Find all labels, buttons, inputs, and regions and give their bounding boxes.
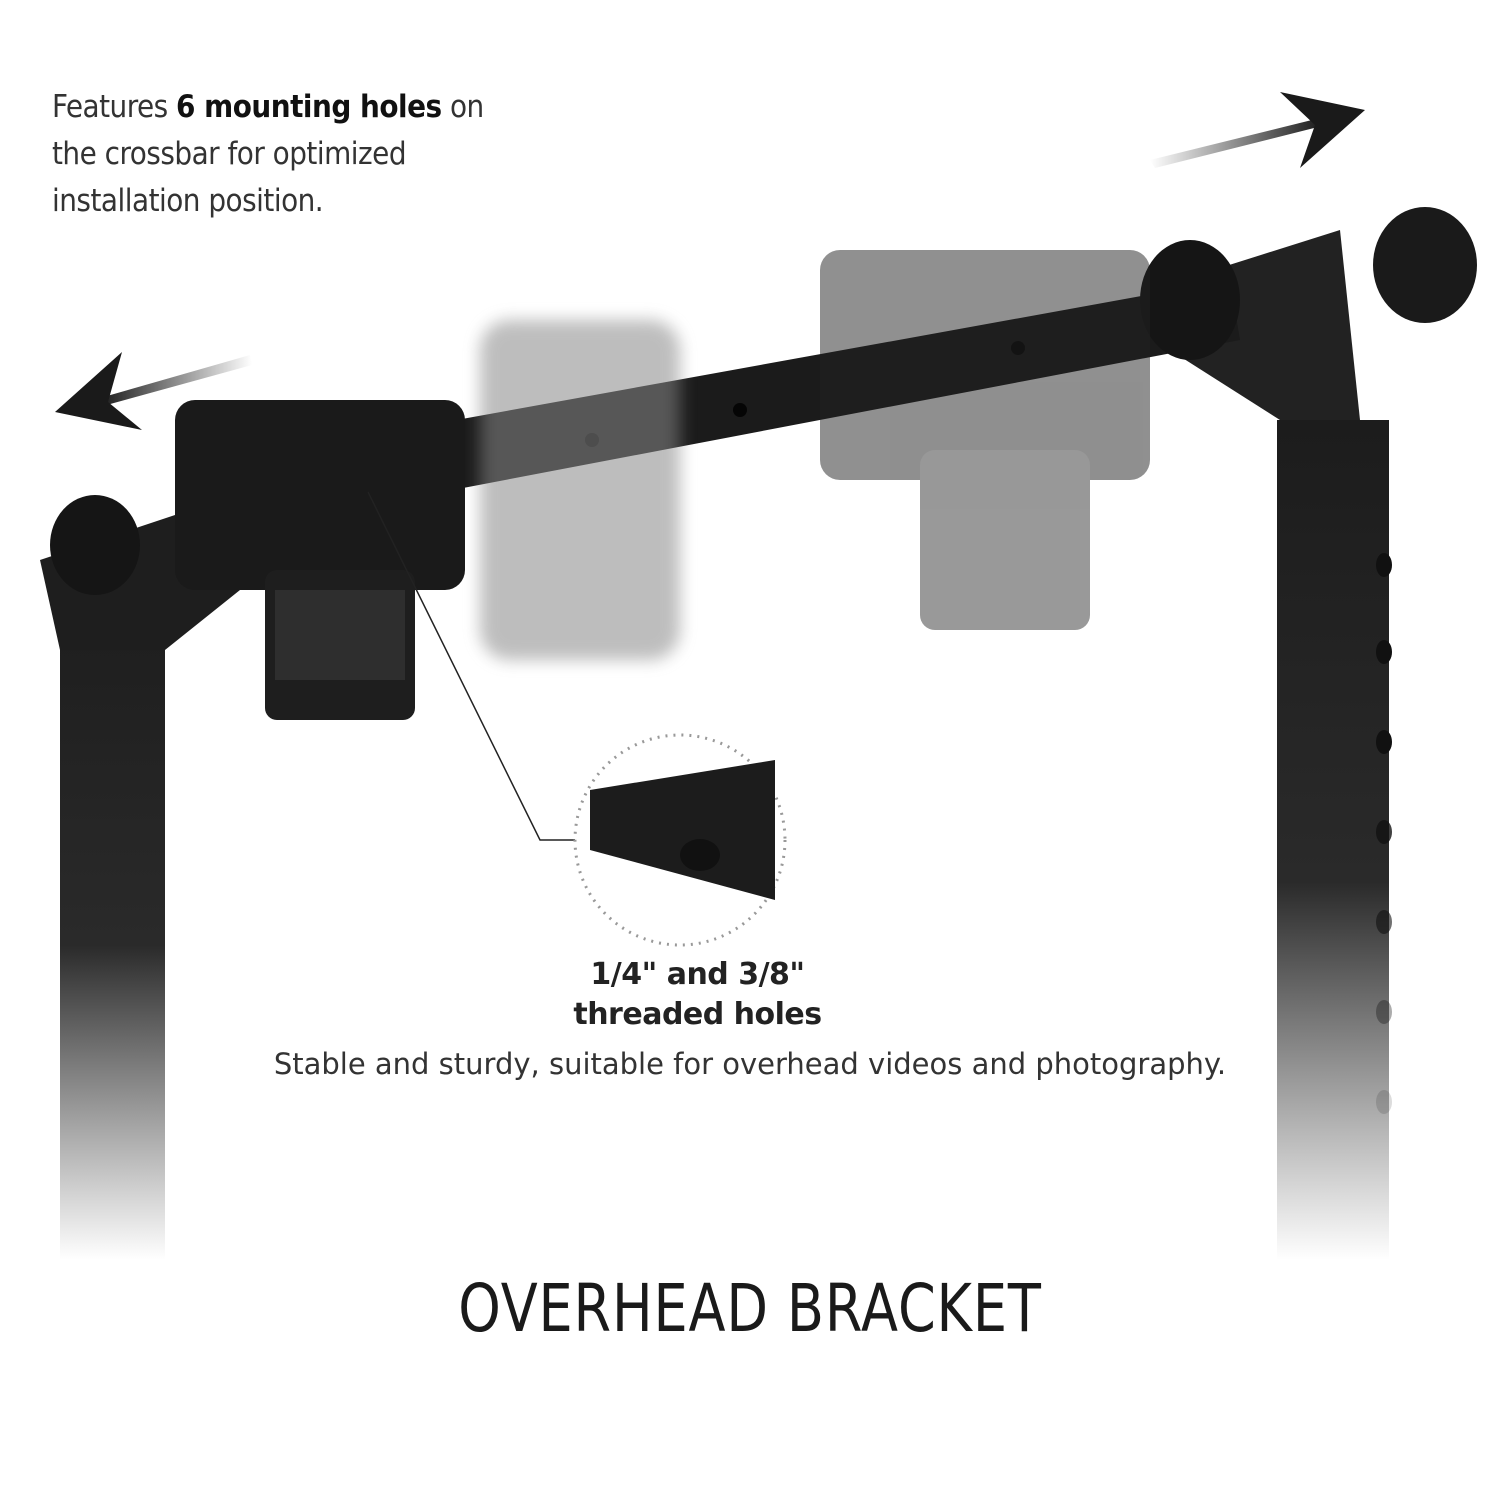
left-post: [60, 560, 165, 1260]
callout-line1: 1/4" and 3/8": [590, 957, 805, 992]
feature-text-prefix: Features: [52, 89, 177, 125]
threaded-knob: [680, 839, 720, 871]
camera-ghost: [820, 250, 1150, 630]
callout-line2: threaded holes: [573, 997, 822, 1032]
arrow-left-icon: [55, 352, 252, 430]
camera: [175, 400, 465, 720]
post-holes: [1376, 553, 1392, 1114]
right-post: [1277, 420, 1389, 1260]
arrow-right-icon: [1150, 92, 1365, 168]
feature-text-bold: 6 mounting holes: [176, 89, 442, 125]
callout-caption: 1/4" and 3/8" threaded holes: [560, 955, 835, 1035]
page-subtitle: Stable and sturdy, suitable for overhead…: [273, 1047, 1227, 1081]
knob: [50, 207, 1477, 595]
feature-text-suffix: on the crossbar for optimized installati…: [52, 89, 484, 219]
page-title: OVERHEAD BRACKET: [458, 1270, 1042, 1347]
feature-description: Features 6 mounting holes on the crossba…: [52, 84, 512, 225]
